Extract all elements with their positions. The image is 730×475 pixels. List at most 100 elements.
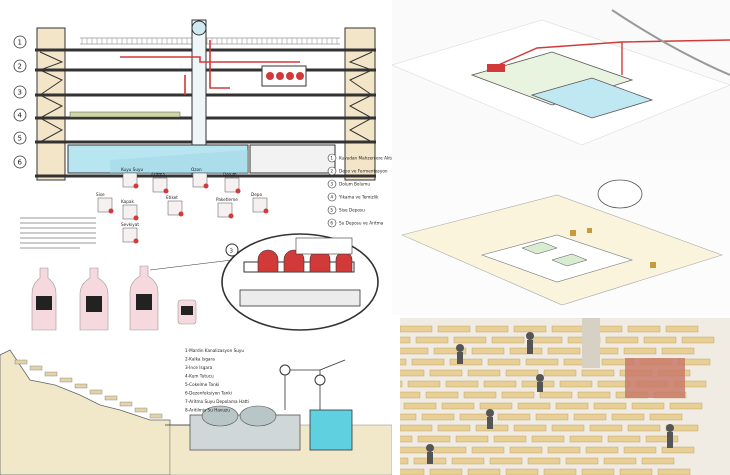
level-number: 4 [18,112,23,120]
iso2-figures [570,228,656,268]
deck-board [400,424,433,432]
deck-board [475,325,509,333]
deck-board [543,369,577,377]
deck-board [400,336,411,344]
deck-board [531,435,565,443]
deck-board [585,446,619,454]
deck-board [555,402,589,410]
deck-board [509,347,543,355]
deck-board [433,446,467,454]
process-node: Paketleme [216,197,238,219]
deck-board [569,435,603,443]
deck-board [429,468,463,475]
red-pipes [120,40,300,95]
deck-board [565,457,599,465]
deck-board [400,457,409,465]
deck-board [627,325,661,333]
process-node-label: Kuyu Suyu [121,167,143,172]
process-node: Sise [96,192,114,214]
deck-board [669,402,703,410]
level-marker-2: 2 [13,59,27,73]
deck-board [400,325,433,333]
level-number: 3 [18,89,22,97]
deck-board [513,424,547,432]
process-node-label: Sevkiyat [121,222,139,227]
deck-board [607,435,641,443]
pump-2 [314,374,326,386]
deck-board [543,468,577,475]
level-marker-4: 4 [13,108,27,122]
deck-board [415,336,449,344]
deck-board [400,358,407,366]
level-number: 1 [18,39,22,47]
legend-number: 2 [330,169,333,174]
deck-board [445,380,479,388]
deck-board [551,424,585,432]
callout-number-badge [225,243,239,257]
bottle-group [31,265,197,331]
level-number: 5 [18,135,22,143]
deck-board [400,446,429,454]
stair-lines [38,51,374,143]
storage-shelves [69,111,181,118]
legend-number: 6 [330,221,333,226]
water-pipes [165,359,346,426]
deck-board [467,468,501,475]
deck-board [681,336,715,344]
deck-board [489,457,523,465]
deck-board [400,380,403,388]
deck-board [643,336,677,344]
process-node: Kuyu Suyu [121,167,143,189]
isometric-view-2 [392,160,730,315]
process-node: Dolum [223,172,241,194]
deck-board [463,391,497,399]
deck-board [627,424,661,432]
deck-board [649,413,683,421]
legend-text: Su Deposu ve Aritma [339,221,384,226]
deck-board [577,391,611,399]
legend-text: Depo ve Fermentasyon [339,169,388,174]
deck-board [403,402,437,410]
deck-board [573,413,607,421]
deck-board [437,325,471,333]
deck-board [417,435,451,443]
tank-row [266,72,304,80]
deck-board [493,435,527,443]
bottle-1 [31,267,57,331]
process-node: Aritma [151,172,169,194]
level-marker-3: 3 [13,85,27,99]
water-legend-item: 6-Dezenfeksiyon Tanki [185,391,232,396]
deck-board [539,391,573,399]
process-node-label: Sise [96,192,105,197]
bottle-2 [79,267,109,331]
water-legend-item: 1-Mardin Kanalizasyon Suyu [185,348,244,353]
deck-board [449,358,483,366]
deck-board [509,446,543,454]
deck-board [517,402,551,410]
water-legend-item: 2-Kalka Isgara [185,357,215,362]
deck-board [433,347,467,355]
water-legend-item: 3-Ince Isgara [185,365,213,370]
deck-board [535,413,569,421]
deck-board [479,402,513,410]
water-legend: 1-Mardin Kanalizasyon Suyu 2-Kalka Isgara… [185,348,249,413]
deck-board [505,369,539,377]
iso2-planters [521,241,588,267]
water-legend-item: 4-Kum Tutucu [185,374,214,379]
left-wall [36,27,66,181]
deck-board [623,347,657,355]
deck-board [400,435,413,443]
deck-board [400,413,417,421]
deck-board [547,446,581,454]
level-marker-5: 5 [13,131,27,145]
legend-text: Kuyudan Mahzenlere Aktarim [339,156,392,161]
photo-column [582,318,600,368]
iso1-red-pipes [486,39,730,75]
deck-board [547,347,581,355]
deck-board [605,336,639,344]
isometric-view-1 [392,0,730,160]
deck-board [529,336,563,344]
